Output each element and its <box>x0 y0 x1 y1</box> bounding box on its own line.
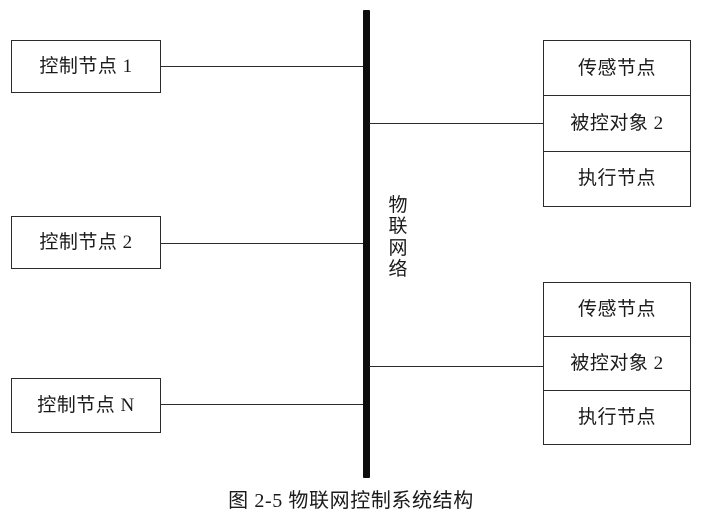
connector-line-network-to-object-group-1 <box>369 123 544 124</box>
control-node-box-1: 控制节点 1 <box>11 40 161 93</box>
control-node-label-2: 控制节点 2 <box>39 232 133 253</box>
sensor-node-cell-2: 传感节点 <box>544 283 690 337</box>
connector-line-control-2-to-network <box>160 243 366 244</box>
actuator-node-cell-1: 执行节点 <box>544 152 690 206</box>
sensor-node-label-2: 传感节点 <box>577 299 656 320</box>
controlled-object-group-1: 传感节点 被控对象 2 执行节点 <box>543 40 691 207</box>
figure-caption: 图 2-5 物联网控制系统结构 <box>228 490 474 512</box>
sensor-node-cell-1: 传感节点 <box>544 41 690 97</box>
controlled-object-cell-1: 被控对象 2 <box>544 96 690 152</box>
network-bus-bar <box>363 10 370 478</box>
network-bus-label: 物联网络 <box>388 195 408 280</box>
sensor-node-label-1: 传感节点 <box>577 57 656 79</box>
connector-line-network-to-object-group-2 <box>369 366 544 367</box>
control-node-box-2: 控制节点 2 <box>11 216 161 269</box>
actuator-node-label-2: 执行节点 <box>577 407 656 428</box>
actuator-node-cell-2: 执行节点 <box>544 391 690 444</box>
connector-line-control-1-to-network <box>160 66 366 67</box>
controlled-object-label-1: 被控对象 2 <box>570 112 664 134</box>
control-node-box-3: 控制节点 N <box>11 378 161 433</box>
controlled-object-label-2: 被控对象 2 <box>570 353 664 374</box>
controlled-object-group-2: 传感节点 被控对象 2 执行节点 <box>543 282 691 445</box>
connector-line-control-n-to-network <box>160 404 366 405</box>
control-node-label-3: 控制节点 N <box>37 395 135 416</box>
control-node-label-1: 控制节点 1 <box>39 56 133 77</box>
actuator-node-label-1: 执行节点 <box>577 168 656 190</box>
controlled-object-cell-2: 被控对象 2 <box>544 337 690 391</box>
